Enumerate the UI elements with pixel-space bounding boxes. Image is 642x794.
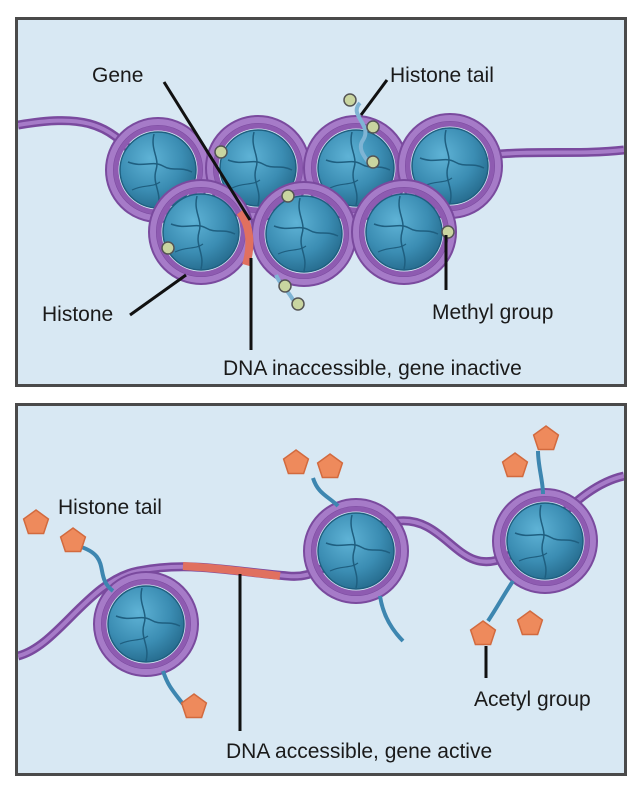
status-label: DNA accessible, gene active <box>226 740 492 763</box>
acetyl-group-icon <box>469 620 497 646</box>
acetyl-group-icon <box>316 453 344 479</box>
acetyl-group-icon <box>501 452 529 478</box>
histone-tail <box>536 450 545 495</box>
methyl-group-icon <box>281 189 295 203</box>
acetyl-group-label: Acetyl group <box>474 688 591 711</box>
gene-segment <box>236 209 254 267</box>
methyl-group-icon <box>343 93 357 107</box>
methyl-group-icon <box>278 279 292 293</box>
methyl-group-icon <box>214 145 228 159</box>
histone-tail <box>161 670 185 706</box>
methyl-group-icon <box>366 155 380 169</box>
histone-tail-leader-line <box>359 79 389 116</box>
nucleosome <box>153 184 249 280</box>
methyl-group-icon <box>161 241 175 255</box>
histone-tail-label: Histone tail <box>390 64 494 87</box>
methyl-group-label: Methyl group <box>432 301 553 324</box>
bottom-panel-active: Histone tail Acetyl group DNA accessible… <box>15 403 627 776</box>
acetyl-group-icon <box>22 509 50 535</box>
acetyl-group-icon <box>282 449 310 475</box>
methyl-group-icon <box>366 120 380 134</box>
histone-tail <box>486 579 515 623</box>
nucleosome <box>356 184 452 280</box>
nucleosome <box>308 503 404 599</box>
methyl-group-icon <box>441 225 455 239</box>
methyl-group-icon <box>291 297 305 311</box>
acetyl-group-icon <box>516 610 544 636</box>
top-panel-inactive: Gene Histone tail Histone Methyl group D… <box>15 17 627 387</box>
gene-segment <box>182 562 281 580</box>
histone-leader-line <box>129 273 187 317</box>
histone-tail <box>311 477 340 508</box>
acetyl-group-icon <box>180 693 208 719</box>
gene-leader-line <box>162 81 252 221</box>
histone-label: Histone <box>42 303 113 326</box>
gene-label: Gene <box>92 64 143 87</box>
histone-tail-label: Histone tail <box>58 496 162 519</box>
histone-tail <box>378 595 405 643</box>
chromatin-condensed-diagram: Gene Histone tail Histone Methyl group D… <box>18 64 624 380</box>
nucleosome <box>256 186 352 282</box>
acetyl-group-icon <box>532 425 560 451</box>
histone-tail <box>77 544 115 593</box>
histone-tail <box>354 101 372 166</box>
chromatin-open-diagram: Histone tail Acetyl group DNA accessible… <box>18 425 624 763</box>
status-label: DNA inaccessible, gene inactive <box>223 357 522 380</box>
acetyl-group-icon <box>59 527 87 553</box>
nucleosome <box>497 493 593 589</box>
